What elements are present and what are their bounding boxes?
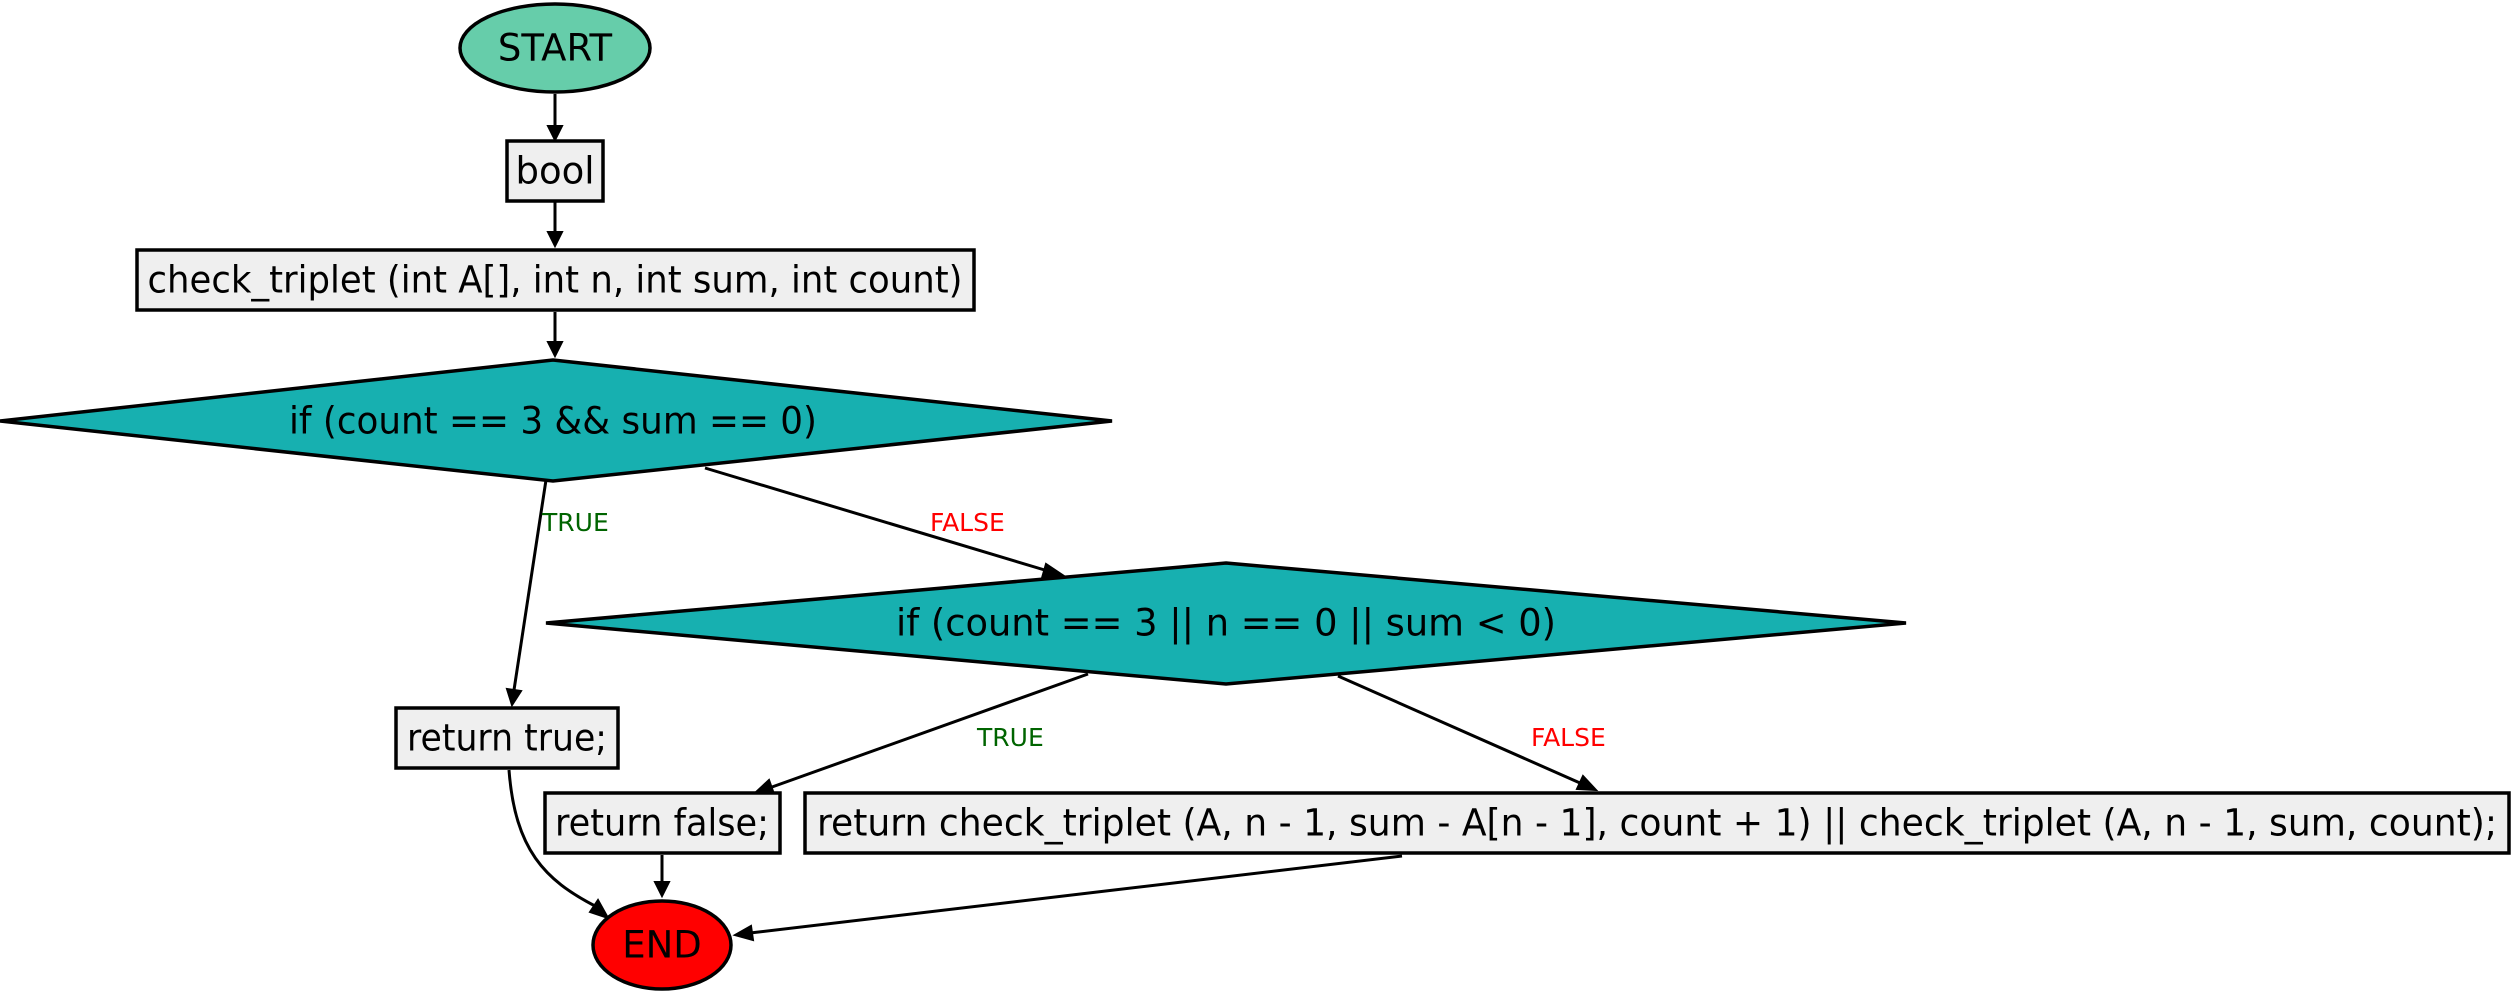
edge-decision1-true [512,479,548,691]
edge-label-decision2-true: TRUE [976,723,1044,752]
edge-labels: TRUE FALSE TRUE FALSE [541,508,1606,752]
decision1-diamond [0,358,1113,483]
signature-label: check_triplet (int A[], int n, int sum, … [148,259,963,302]
arrowhead-decision1-true [505,687,523,708]
node-start: START [458,2,652,94]
node-return-recursive: return check_triplet (A, n - 1, sum - A[… [803,791,2511,855]
edge-decision2-false [1337,674,1581,785]
arrowhead-bool-to-signature [546,231,564,249]
edge-label-decision1-true: TRUE [541,508,609,537]
arrowhead-return-false-to-end [653,881,671,899]
edge-return-true-to-end [507,769,596,908]
arrowhead-decision2-false [1575,774,1599,792]
edge-decision1-false [704,466,1049,573]
return-recursive-box [803,791,2511,855]
node-bool: bool [505,139,605,203]
node-end: END [591,899,733,991]
node-decision1: if (count == 3 && sum == 0) [0,358,1113,483]
edge-recursive-to-end [749,854,1403,935]
return-false-box [543,791,782,855]
return-false-label: return false; [555,802,769,845]
start-ellipse [458,2,652,94]
return-recursive-label: return check_triplet (A, n - 1, sum - A[… [817,802,2497,845]
signature-box [135,248,976,312]
edges [505,94,1599,942]
edge-label-decision1-false: FALSE [930,508,1005,537]
node-return-false: return false; [543,791,782,855]
node-return-true: return true; [394,706,620,770]
bool-label: bool [515,150,594,193]
bool-box [505,139,605,203]
return-true-box [394,706,620,770]
start-label: START [498,27,613,70]
node-decision2: if (count == 3 || n == 0 || sum < 0) [545,561,1907,686]
arrowhead-recursive-to-end [732,924,755,942]
arrowhead-start-to-bool [546,125,564,143]
decision2-diamond [545,561,1907,686]
end-ellipse [591,899,733,991]
decision2-label: if (count == 3 || n == 0 || sum < 0) [896,602,1556,645]
return-true-label: return true; [407,717,607,760]
edge-decision2-true [771,672,1089,789]
edge-label-decision2-false: FALSE [1531,723,1606,752]
arrowhead-signature-to-decision1 [546,341,564,359]
end-label: END [622,924,702,967]
decision1-label: if (count == 3 && sum == 0) [289,400,817,443]
node-signature: check_triplet (int A[], int n, int sum, … [135,248,976,312]
arrowhead-return-true-to-end [588,898,611,920]
